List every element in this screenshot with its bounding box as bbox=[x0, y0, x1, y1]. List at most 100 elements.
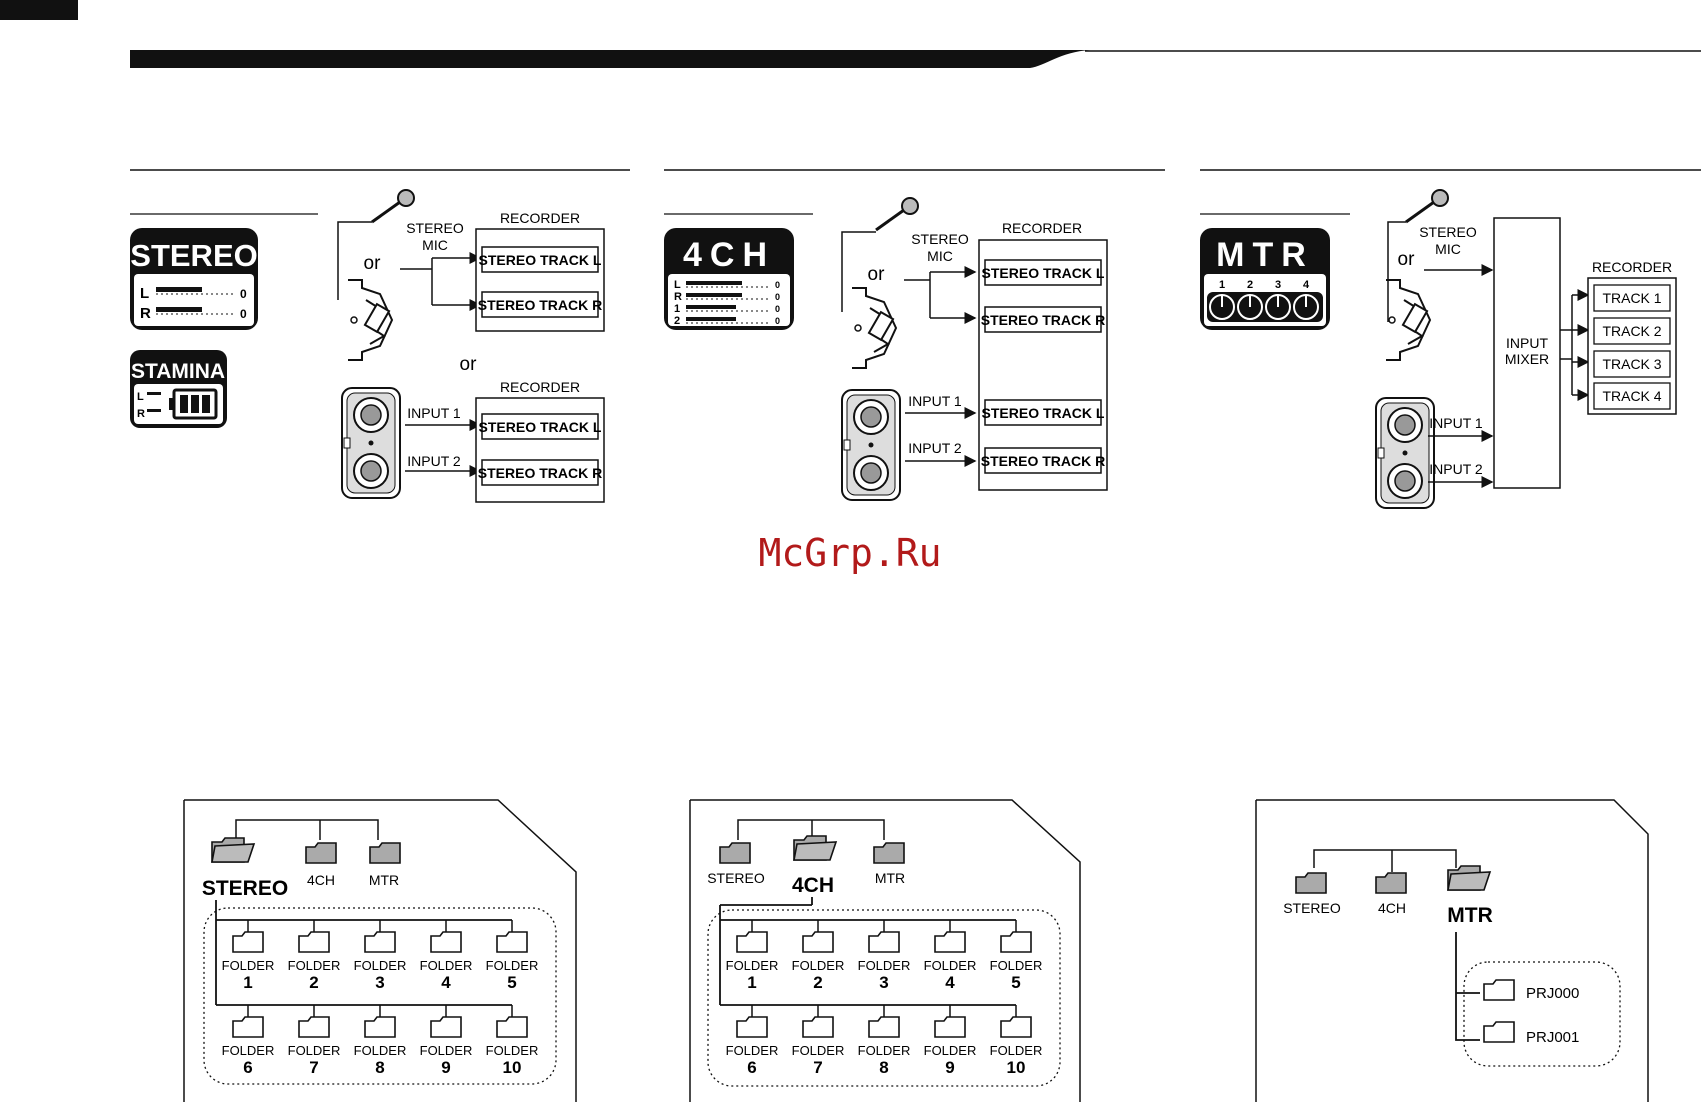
subfolder-number: 7 bbox=[309, 1058, 318, 1077]
subfolder-number: 10 bbox=[1007, 1058, 1026, 1077]
stereo-track-l-label-4ch-b: STEREO TRACK L bbox=[982, 405, 1105, 421]
stereo-track-l-label-2: STEREO TRACK L bbox=[479, 419, 602, 435]
stereo-track-r-label-4ch-a: STEREO TRACK R bbox=[981, 312, 1105, 328]
input2-label-1: INPUT 2 bbox=[407, 453, 461, 469]
folder-panel-stereo: STEREO 4CH MTR FOLDER1FOLDER2FOLDER3FOLD… bbox=[183, 799, 577, 1102]
stereo-mic-label-line1-4ch: STEREO bbox=[911, 231, 969, 247]
stereo-badge-title: STEREO bbox=[130, 238, 257, 273]
stereo-badge-end-r: 0 bbox=[240, 307, 247, 321]
subfolder-icon bbox=[496, 1016, 528, 1038]
stereo-badge-row-l: L bbox=[140, 285, 149, 302]
folder-label-stereo-active: STEREO bbox=[202, 877, 288, 900]
stamina-badge-row-l: L bbox=[137, 391, 144, 403]
subfolder-icon bbox=[736, 1016, 768, 1038]
or-label-2: or bbox=[460, 354, 478, 375]
subfolder-word: FOLDER bbox=[288, 1043, 341, 1058]
folder-label-4ch: 4CH bbox=[1378, 900, 1406, 916]
microphone-icon bbox=[370, 188, 416, 224]
fourch-signal-diagram: or STEREO MIC INPUT 1 INPUT 2 RECORDER S… bbox=[841, 196, 1108, 501]
folder-label-4ch: 4CH bbox=[307, 872, 335, 888]
subfolder-word: FOLDER bbox=[726, 1043, 779, 1058]
input-mixer-label-line1: INPUT bbox=[1506, 335, 1548, 351]
project-group bbox=[1463, 961, 1621, 1067]
folder-label-stereo: STEREO bbox=[707, 870, 765, 886]
recorder-label-1: RECORDER bbox=[500, 210, 580, 226]
or-label-1: or bbox=[364, 253, 382, 274]
fourch-badge-row-r: R bbox=[674, 291, 682, 303]
mtr-badge-title: MTR bbox=[1216, 236, 1314, 274]
subfolder-number: 1 bbox=[747, 973, 756, 992]
subfolder-icon bbox=[868, 1016, 900, 1038]
stamina-badge-title: STAMINA bbox=[131, 360, 225, 383]
subfolder-group bbox=[707, 909, 1061, 1087]
folder-icon bbox=[719, 842, 751, 864]
stereo-mic-label-line2-4ch: MIC bbox=[927, 248, 953, 264]
input-mixer-label-line2: MIXER bbox=[1505, 351, 1549, 367]
project-label-prj000: PRJ000 bbox=[1526, 985, 1579, 1002]
subfolder-word: FOLDER bbox=[990, 1043, 1043, 1058]
subfolder-word: FOLDER bbox=[354, 958, 407, 973]
subfolder-number: 9 bbox=[441, 1058, 450, 1077]
folder-icon bbox=[1295, 872, 1327, 894]
subfolder-group bbox=[203, 907, 557, 1085]
project-folder-icon bbox=[1483, 1021, 1515, 1043]
subfolder-number: 6 bbox=[747, 1058, 756, 1077]
subfolder-icon bbox=[298, 931, 330, 953]
subfolder-word: FOLDER bbox=[420, 958, 473, 973]
folder-icon bbox=[873, 842, 905, 864]
fourch-badge-title: 4CH bbox=[683, 236, 775, 274]
input-mixer-box bbox=[1493, 217, 1561, 489]
or-label-3: or bbox=[868, 264, 886, 285]
folder-label-mtr-active: MTR bbox=[1447, 904, 1493, 927]
subfolder-number: 5 bbox=[1011, 973, 1020, 992]
watermark-text: McGrp.Ru bbox=[758, 531, 941, 575]
project-label-prj001: PRJ001 bbox=[1526, 1029, 1579, 1046]
folder-icon bbox=[1375, 872, 1407, 894]
subfolder-icon bbox=[934, 1016, 966, 1038]
subfolder-icon bbox=[802, 931, 834, 953]
subfolder-icon bbox=[364, 1016, 396, 1038]
mtr-signal-diagram: or STEREO MIC INPUT 1 INPUT 2 INPUT MIXE… bbox=[1375, 188, 1677, 509]
input2-label-4ch: INPUT 2 bbox=[908, 440, 962, 456]
microphone-icon bbox=[874, 196, 920, 232]
subfolder-word: FOLDER bbox=[222, 958, 275, 973]
subfolder-number: 3 bbox=[879, 973, 888, 992]
xy-mic-capsule-icon bbox=[851, 287, 897, 369]
subfolder-word: FOLDER bbox=[222, 1043, 275, 1058]
fourch-badge-row-2: 2 bbox=[674, 315, 680, 327]
subfolder-word: FOLDER bbox=[924, 958, 977, 973]
stamina-badge-row-r: R bbox=[137, 408, 145, 420]
subfolder-icon bbox=[496, 931, 528, 953]
folder-panel-mtr: STEREO 4CH MTR PRJ000 PRJ001 bbox=[1255, 799, 1649, 1102]
track1-label: TRACK 1 bbox=[1602, 290, 1661, 306]
subfolder-number: 2 bbox=[309, 973, 318, 992]
subfolder-number: 7 bbox=[813, 1058, 822, 1077]
stereo-track-l-label-4ch-a: STEREO TRACK L bbox=[982, 265, 1105, 281]
subfolder-icon bbox=[736, 931, 768, 953]
subfolder-word: FOLDER bbox=[792, 958, 845, 973]
subfolder-icon bbox=[934, 931, 966, 953]
folder-icon bbox=[369, 842, 401, 864]
stereo-track-r-box-1 bbox=[481, 291, 599, 318]
track4-label: TRACK 4 bbox=[1602, 388, 1661, 404]
stereo-mic-label-line2-mtr: MIC bbox=[1435, 241, 1461, 257]
mtr-knob-label-4: 4 bbox=[1303, 279, 1310, 291]
stereo-track-r-label-2: STEREO TRACK R bbox=[478, 465, 602, 481]
subfolder-icon bbox=[364, 931, 396, 953]
folder-label-mtr: MTR bbox=[369, 872, 399, 888]
subfolder-number: 5 bbox=[507, 973, 516, 992]
battery-icon bbox=[169, 388, 218, 420]
fourch-meter-bars bbox=[686, 281, 770, 324]
folder-icon bbox=[305, 842, 337, 864]
track3-label: TRACK 3 bbox=[1602, 356, 1661, 372]
subfolder-number: 2 bbox=[813, 973, 822, 992]
folder-label-mtr: MTR bbox=[875, 870, 905, 886]
mtr-knob-label-3: 3 bbox=[1275, 279, 1281, 291]
